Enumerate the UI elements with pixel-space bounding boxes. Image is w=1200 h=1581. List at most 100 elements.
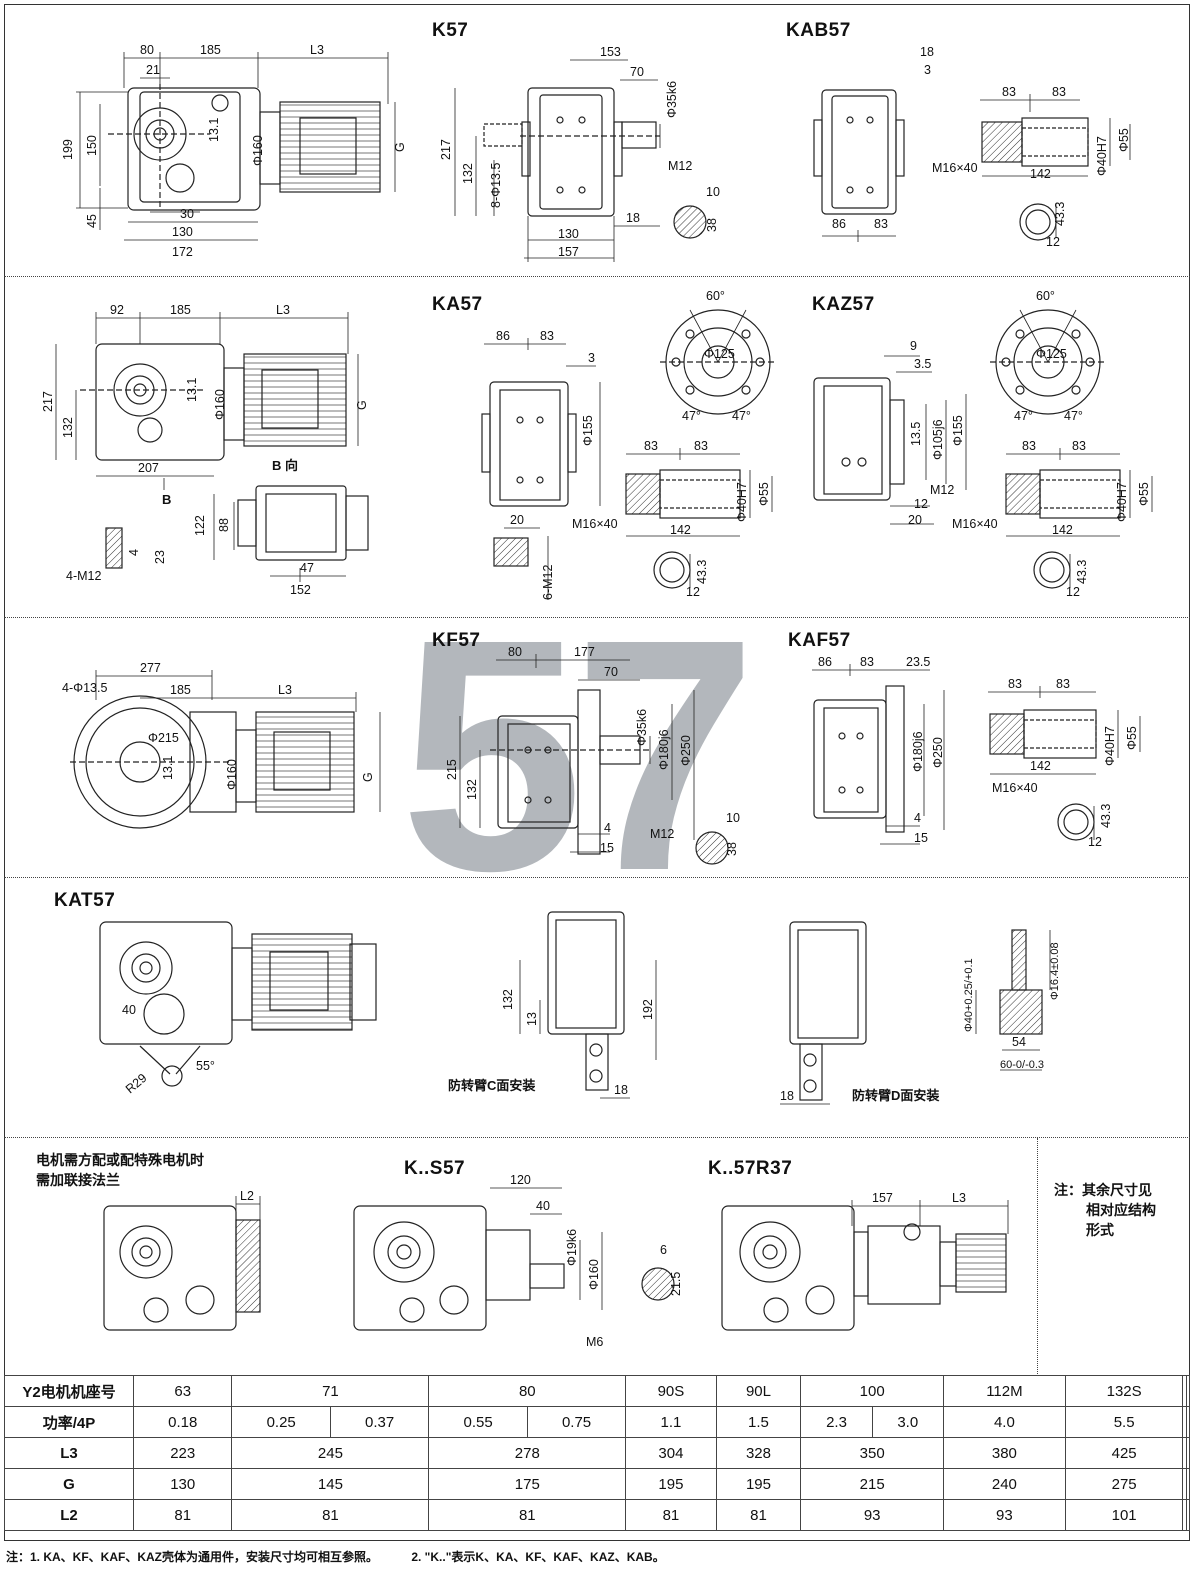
- kat57-arm-d-view: [789, 921, 867, 1101]
- note-column-separator: [1037, 1138, 1038, 1374]
- dim-kf-g: G: [361, 772, 375, 782]
- b-view-label: B 向: [272, 458, 299, 473]
- table-cell: 380: [942, 1437, 1066, 1469]
- title-k57: K57: [432, 20, 469, 41]
- dim-kf57-d180j6: Φ180j6: [657, 729, 671, 770]
- dim-kaf-d180j6: Φ180j6: [911, 731, 925, 772]
- table-row-label: L3: [4, 1437, 134, 1469]
- ks57-dimensions: [490, 1187, 603, 1310]
- table-cell: 0.75: [526, 1406, 627, 1438]
- dim-ka57-86: 86: [496, 329, 510, 343]
- dim-kab-86: 86: [832, 217, 846, 231]
- table-row: L2 81 81 81 81 81 93 93 101: [4, 1499, 1191, 1531]
- arm-d-label: 防转臂D面安装: [852, 1088, 940, 1103]
- dim-k57-d160: Φ160: [251, 135, 265, 166]
- kf-side-view: [70, 695, 355, 829]
- dim-kf-13-1: 13.1: [161, 756, 175, 780]
- dim-kat-d40-tol: Φ40+0.25/+0.1: [963, 958, 975, 1032]
- kf57-front-view: [490, 689, 650, 855]
- table-cell: 0.25: [231, 1406, 331, 1438]
- table-cell: 90L: [715, 1375, 802, 1407]
- table-cell: 5.5: [1064, 1406, 1184, 1438]
- dim-kab-83b: 83: [1052, 85, 1066, 99]
- technical-drawings: 80 185 L3 21 199 150 13.1 Φ160 G 45 30 1…: [41, 43, 1153, 1349]
- table-cell: 130: [132, 1468, 233, 1500]
- table-cell: 350: [800, 1437, 944, 1469]
- kf57-shaft-section: [695, 831, 729, 865]
- ka-b-view: [237, 485, 369, 561]
- kaz57-front-view: [813, 377, 905, 501]
- kat57-bushing-dimensions: [975, 930, 1051, 1071]
- dim-ks-120: 120: [510, 1173, 531, 1187]
- side-note-line-2: 相对应结构: [1086, 1202, 1156, 1218]
- dim-kf57-10: 10: [726, 811, 740, 825]
- dim-kf57-38: 38: [725, 842, 739, 856]
- kaf57-shaft-view: [989, 709, 1097, 841]
- table-cell: 195: [625, 1468, 717, 1500]
- title-kaf57: KAF57: [788, 630, 851, 651]
- dim-k57-13-1: 13.1: [207, 118, 221, 142]
- k57r37-dimensions: [851, 1200, 1009, 1234]
- dim-ka57-60deg: 60°: [706, 289, 725, 303]
- kaf57-front-view: [813, 685, 905, 833]
- dim-ks-m6: M6: [586, 1335, 603, 1349]
- table-row: L3 223 245 278 304 328 350 380 425: [4, 1437, 1191, 1469]
- table-cell: 132S: [1064, 1375, 1184, 1407]
- dim-kaz-3-5: 3.5: [914, 357, 931, 371]
- title-kf57: KF57: [432, 630, 481, 651]
- table-cell: 4.0: [942, 1406, 1066, 1438]
- dim-k57b-d35k6: Φ35k6: [665, 81, 679, 118]
- dim-k57b-70: 70: [630, 65, 644, 79]
- kf57-front-dimensions: [459, 654, 695, 853]
- dim-kab-43-3: 43.3: [1053, 202, 1067, 226]
- dim-k57b-130: 130: [558, 227, 579, 241]
- dim-k57-150: 150: [85, 135, 99, 156]
- dim-kaf-43-3: 43.3: [1099, 804, 1113, 828]
- table-cell: 80: [428, 1375, 627, 1407]
- dim-ks-21-5: 21.5: [669, 1272, 683, 1296]
- dim-kf57-d250: Φ250: [679, 735, 693, 766]
- dim-kf-d160: Φ160: [225, 759, 239, 790]
- title-ka57: KA57: [432, 294, 483, 315]
- footnote-1: 注：1. KA、KF、KAF、KAZ壳体为通用件，安装尺寸均可相互参照。: [6, 1550, 378, 1564]
- title-k57r37: K..57R37: [708, 1158, 793, 1179]
- table-cell: 71: [231, 1375, 430, 1407]
- side-note: 注：其余尺寸见 相对应结构 形式: [1054, 1180, 1156, 1240]
- dim-ka57-47deg-a: 47°: [682, 409, 701, 423]
- table-cell: [1185, 1406, 1191, 1438]
- table-cell: 81: [715, 1499, 802, 1531]
- k57-front-dimensions: [454, 59, 661, 262]
- dim-kab-d40h7: Φ40H7: [1095, 136, 1109, 176]
- dim-kaz-d155: Φ155: [951, 415, 965, 446]
- dim-ka-152: 152: [290, 583, 311, 597]
- dim-ka-132: 132: [61, 417, 75, 438]
- dim-kaz-d125: Φ125: [1036, 347, 1067, 361]
- kf-side-dimensions: [95, 670, 381, 812]
- dim-kf57-177: 177: [574, 645, 595, 659]
- dim-k57-45: 45: [85, 214, 99, 228]
- dim-k57-g: G: [393, 142, 407, 152]
- dim-r37-l3: L3: [952, 1191, 966, 1205]
- dim-ka57-d125: Φ125: [704, 347, 735, 361]
- kab57-front-view: [813, 89, 905, 215]
- ka-side-dimensions: [55, 312, 359, 490]
- dim-kaf-83a: 83: [1008, 677, 1022, 691]
- kaz57-flange-view: [990, 309, 1106, 415]
- dim-ka-217: 217: [41, 391, 55, 412]
- table-cell: 112M: [942, 1375, 1066, 1407]
- ka57-flange-view: [660, 309, 776, 415]
- dim-ka-13-1: 13.1: [185, 378, 199, 402]
- table-cell: 0.55: [428, 1406, 528, 1438]
- kat57-arm-c-view: [547, 911, 625, 1091]
- dim-kaf-d250: Φ250: [931, 737, 945, 768]
- table-cell: [1185, 1375, 1191, 1407]
- dim-k57-185: 185: [200, 43, 221, 57]
- ka57-shaft-view: [625, 469, 741, 589]
- title-kaz57: KAZ57: [812, 294, 875, 315]
- dim-kf57-80: 80: [508, 645, 522, 659]
- dim-k57b-m12: M12: [668, 159, 692, 173]
- table-row-label: Y2电机机座号: [4, 1375, 134, 1407]
- dim-kaf-142: 142: [1030, 759, 1051, 773]
- dim-kaf-83: 83: [860, 655, 874, 669]
- arm-c-label: 防转臂C面安装: [448, 1078, 536, 1093]
